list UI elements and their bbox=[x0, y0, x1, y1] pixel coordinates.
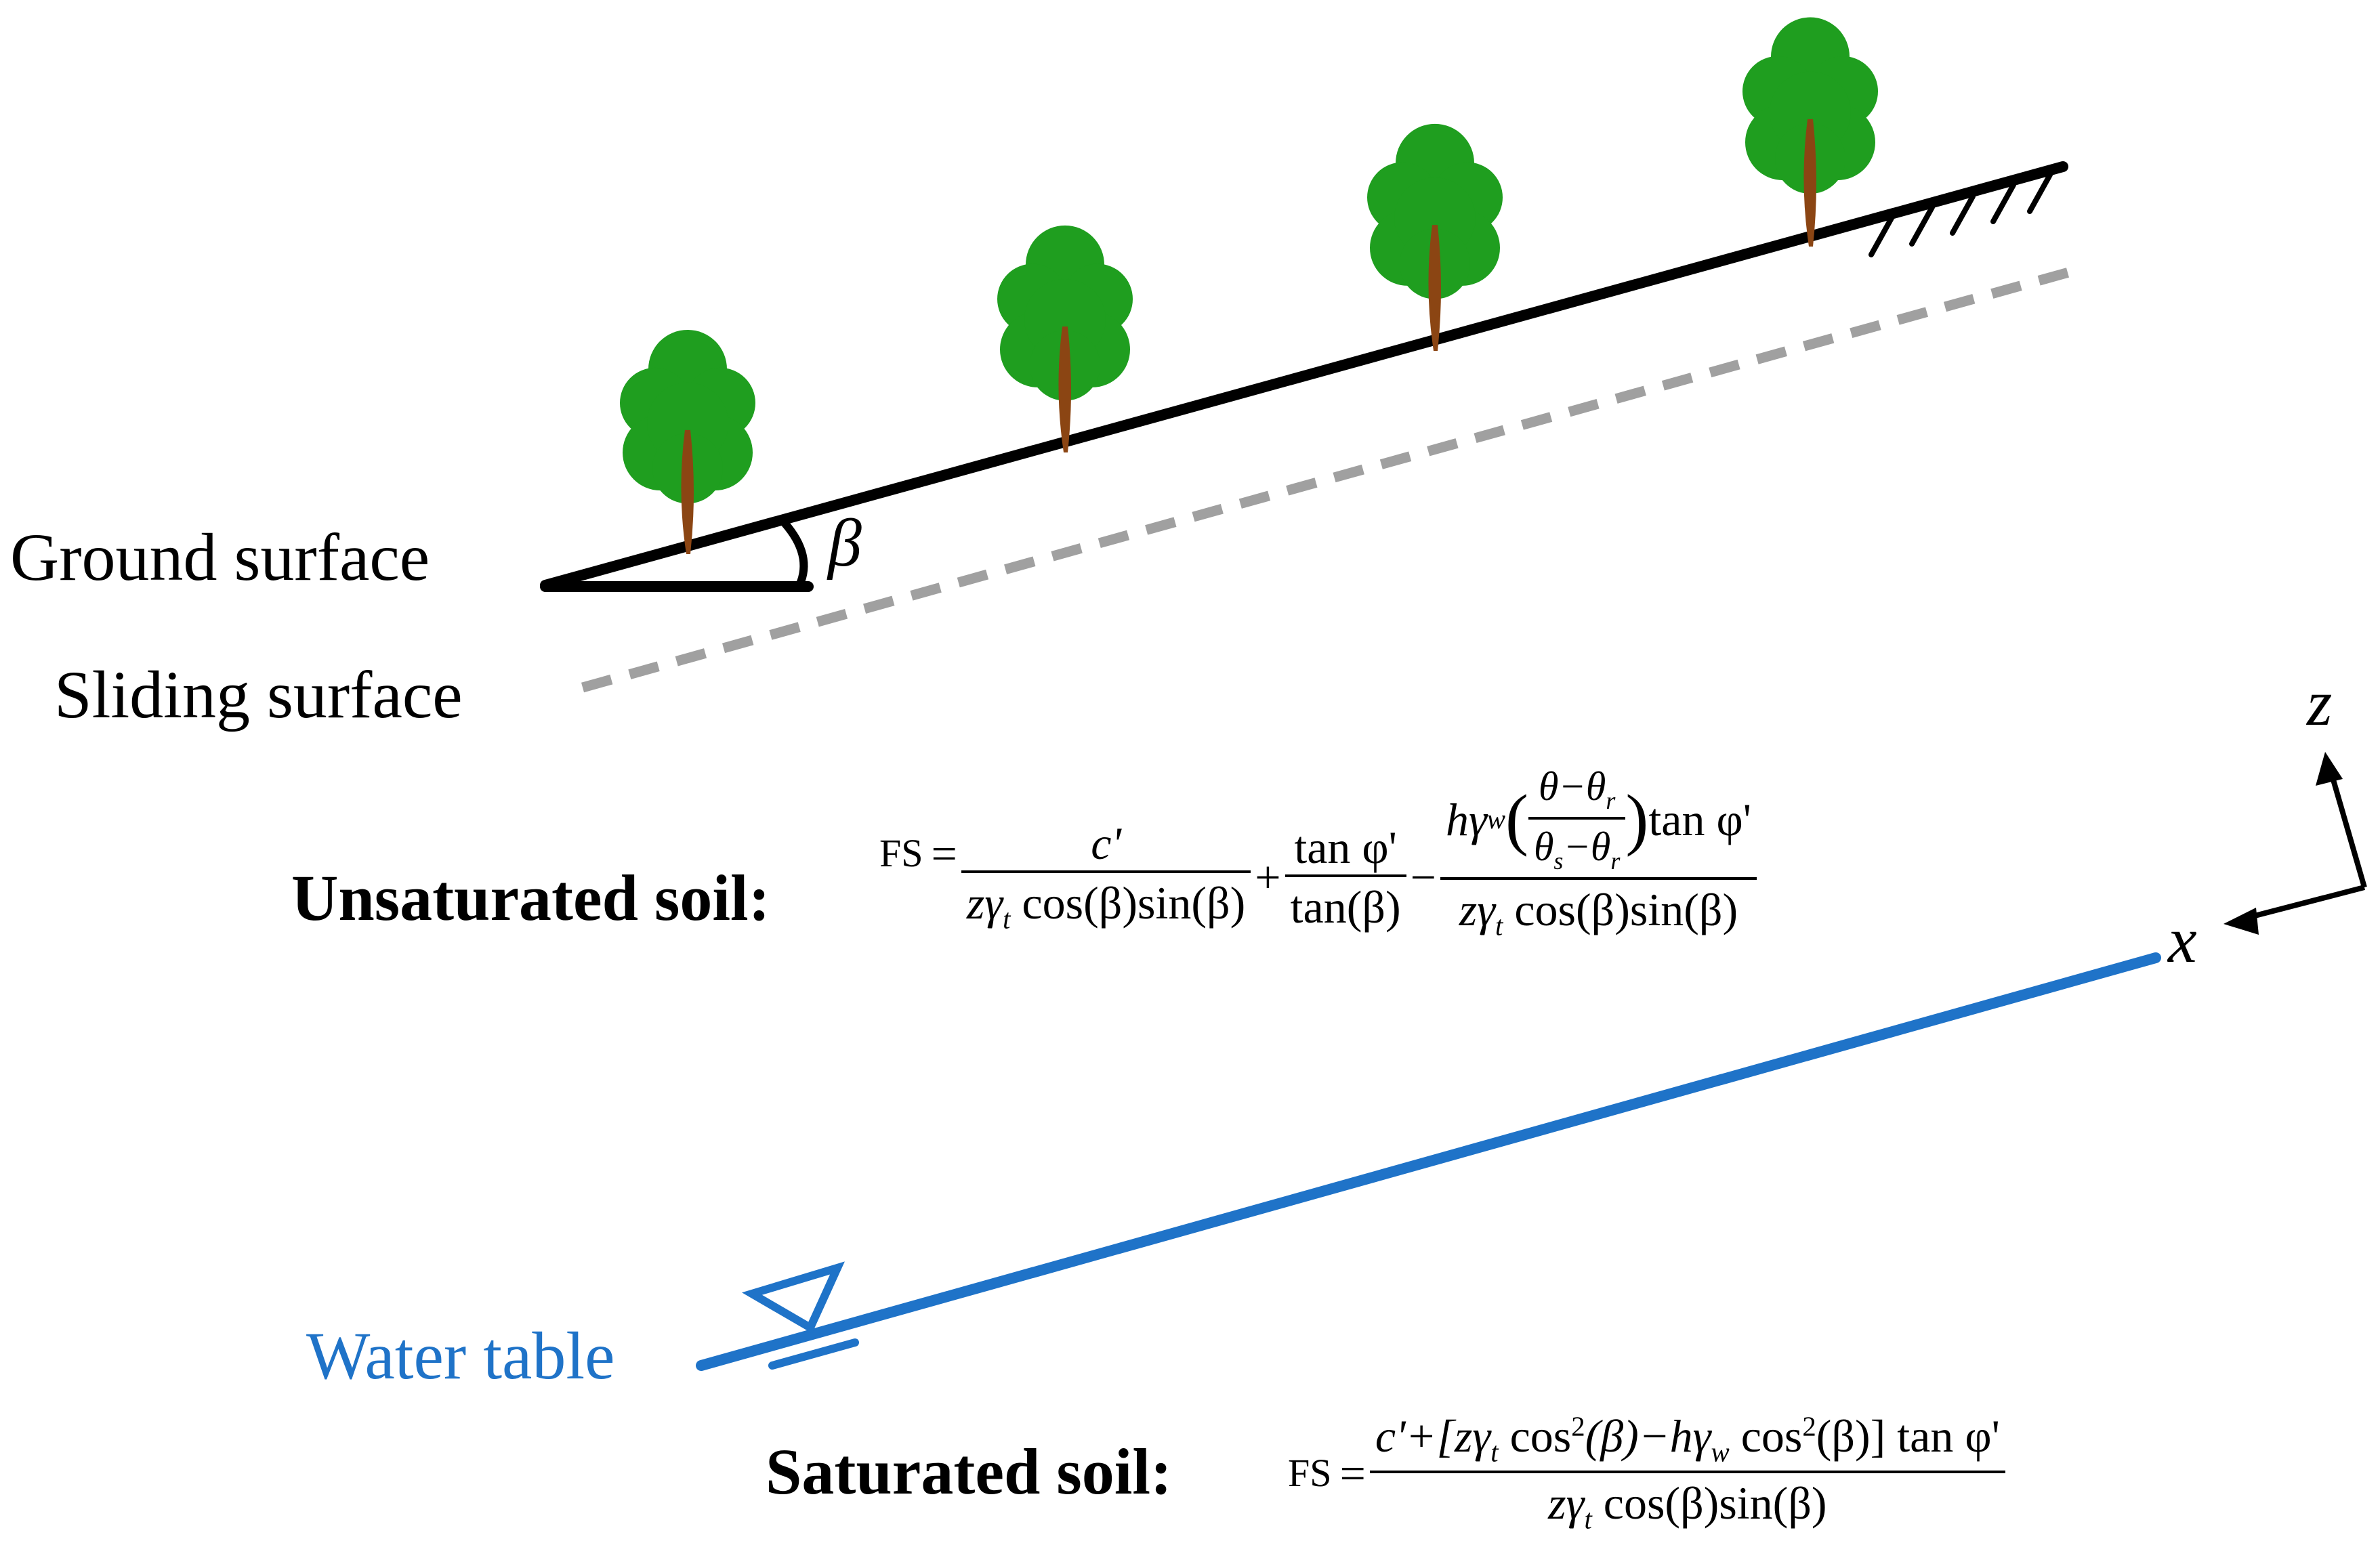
sat-equals-sign: = bbox=[1339, 1447, 1366, 1499]
plus-sign: + bbox=[1255, 851, 1281, 903]
sliding-surface-line bbox=[581, 263, 2085, 693]
sliding-surface-label: Sliding surface bbox=[54, 657, 463, 732]
sat-fs-symbol: FS bbox=[1288, 1451, 1332, 1495]
theta-denominator: θs−θr bbox=[1533, 824, 1621, 875]
tree-icon bbox=[997, 225, 1133, 452]
trees-group bbox=[620, 17, 1878, 554]
saturated-equation: FS = c'+[zγt cos2(β)−hγw cos2(β)] tan φ'… bbox=[1284, 1395, 2005, 1551]
term2-fraction: tan φ' tan(β) bbox=[1285, 824, 1406, 930]
tree-icon bbox=[620, 329, 755, 554]
axis-z-label: z bbox=[2307, 667, 2333, 739]
saturated-soil-label: Saturated soil: bbox=[766, 1435, 1172, 1508]
theta-fraction: θ−θr θs−θr bbox=[1528, 766, 1626, 875]
axis-x-label: x bbox=[2168, 904, 2197, 976]
term1-numerator: c' bbox=[961, 820, 1251, 874]
water-table-label: Water table bbox=[306, 1318, 615, 1393]
ground-hatching bbox=[1868, 172, 2053, 257]
theta-numerator: θ−θr bbox=[1528, 766, 1626, 820]
fs-symbol: FS bbox=[879, 831, 923, 875]
water-table-line bbox=[696, 952, 2161, 1371]
beta-angle-arc bbox=[781, 520, 808, 587]
unsaturated-soil-label: Unsaturated soil: bbox=[291, 862, 770, 934]
term2-numerator: tan φ' bbox=[1285, 824, 1406, 877]
unsaturated-equation: FS = c' zγt cos(β)sin(β) + tan φ' tan(β)… bbox=[875, 732, 1757, 975]
sat-fraction: c'+[zγt cos2(β)−hγw cos2(β)] tan φ' zγt … bbox=[1369, 1412, 2005, 1535]
minus-sign: − bbox=[1410, 851, 1436, 903]
tree-trunk bbox=[1058, 326, 1071, 452]
tree-icon bbox=[1742, 17, 1878, 247]
equals-sign: = bbox=[931, 828, 957, 879]
beta-label: β bbox=[828, 505, 862, 580]
tree-trunk bbox=[681, 429, 694, 554]
ground-surface-label: Ground surface bbox=[10, 520, 430, 595]
coordinate-axes bbox=[2224, 752, 2367, 935]
ground-surface-line bbox=[540, 161, 2068, 591]
term1-denominator: zγt cos(β)sin(β) bbox=[966, 877, 1246, 935]
sat-numerator: c'+[zγt cos2(β)−hγw cos2(β)] tan φ' bbox=[1369, 1412, 2005, 1473]
tree-trunk bbox=[1803, 119, 1816, 247]
water-table-symbol bbox=[742, 1261, 859, 1370]
sat-denominator: zγt cos(β)sin(β) bbox=[1548, 1477, 1827, 1535]
term2-denominator: tan(β) bbox=[1290, 881, 1401, 933]
tree-icon bbox=[1367, 123, 1503, 351]
term3-denominator: zγt cos(β)sin(β) bbox=[1459, 884, 1738, 942]
term1-fraction: c' zγt cos(β)sin(β) bbox=[961, 820, 1251, 933]
tree-trunk bbox=[1428, 225, 1441, 351]
